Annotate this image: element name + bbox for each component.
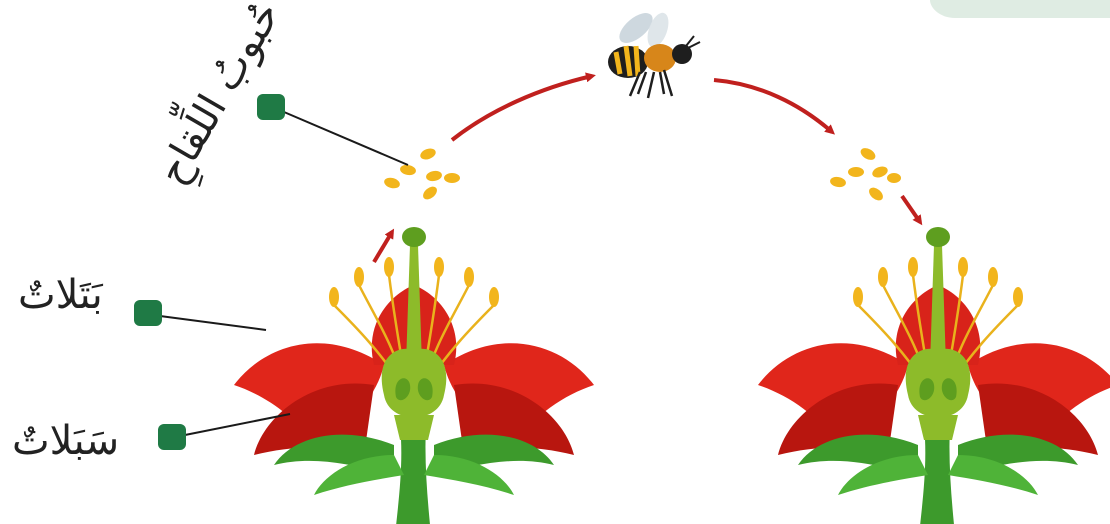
arrow-down-right: [902, 196, 920, 222]
petals-marker-icon: [134, 300, 162, 326]
right-flower: [758, 227, 1110, 524]
bee-icon: [608, 7, 700, 98]
pollen-marker-icon: [257, 94, 285, 120]
pollen-cluster-left: [383, 147, 460, 202]
petals-label: بَتَلاتٌ: [18, 272, 103, 318]
pollen-cluster-right: [829, 146, 901, 203]
left-flower: [234, 227, 594, 524]
corner-shape: [930, 0, 1110, 18]
arrow-to-bee: [452, 76, 592, 140]
petals-leader-line: [160, 316, 266, 330]
pollen-leader-line: [284, 112, 408, 165]
sepals-label: سَبَلاتٌ: [12, 418, 119, 464]
arrow-from-bee: [714, 80, 832, 132]
sepals-marker-icon: [158, 424, 186, 450]
